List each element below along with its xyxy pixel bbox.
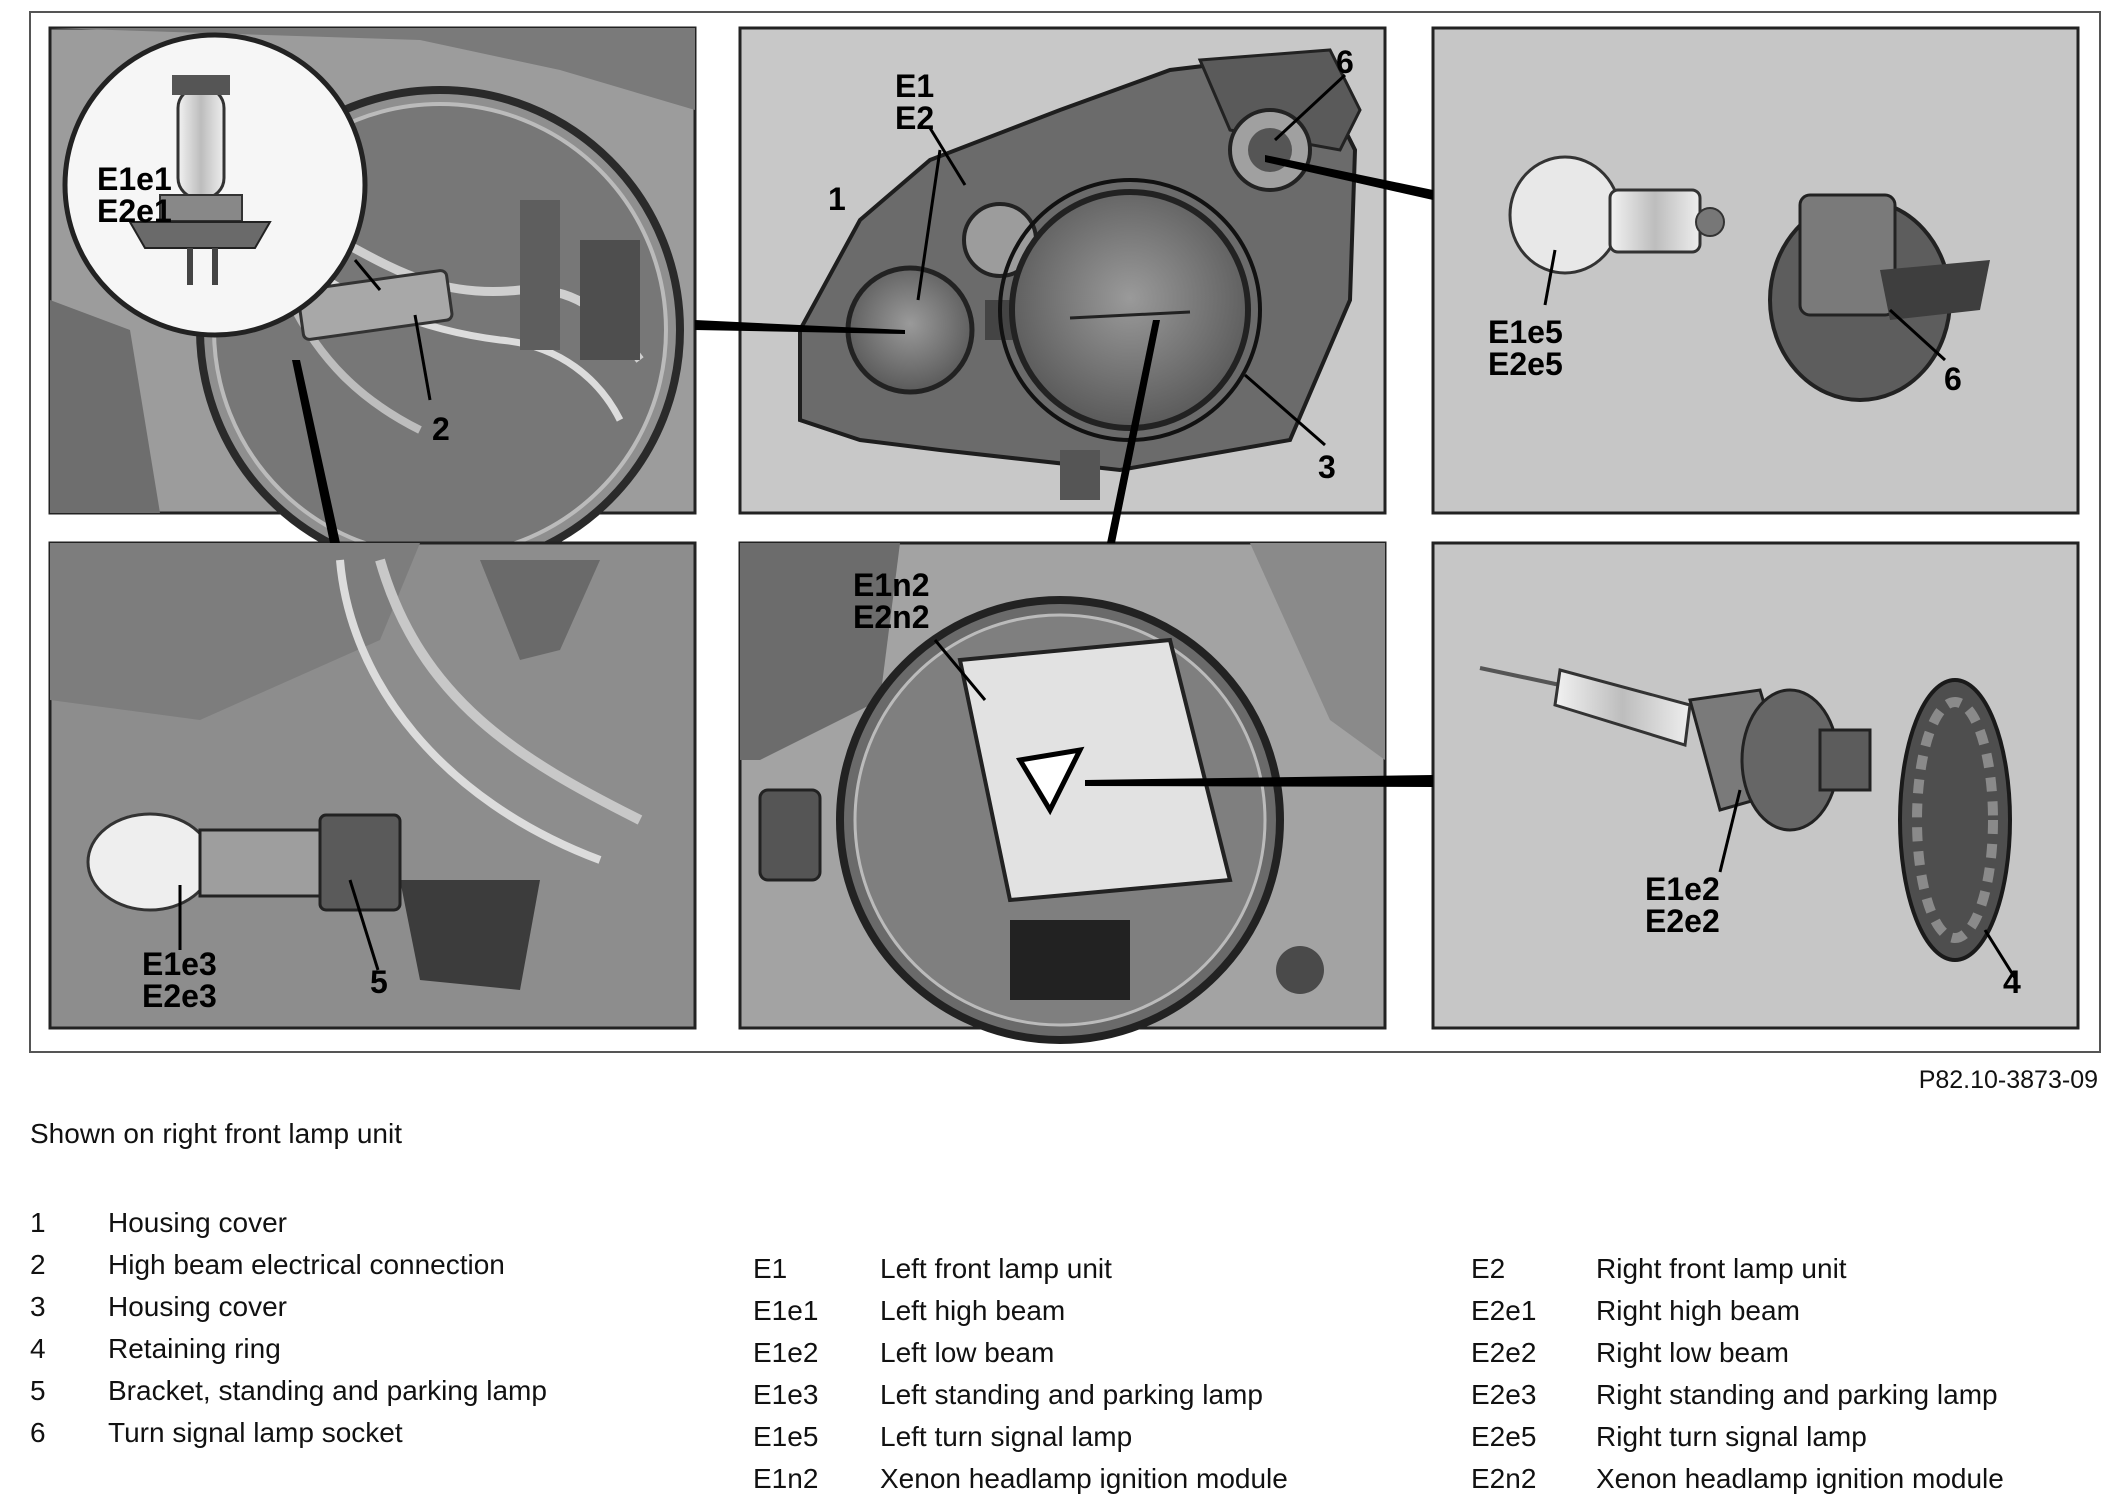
- legend-text: Right low beam: [1596, 1337, 1789, 1368]
- callout-e2e3: E2e3: [142, 978, 217, 1014]
- legend-key: E2n2: [1471, 1463, 1537, 1494]
- legend-text: Retaining ring: [108, 1333, 281, 1364]
- legend-text: Housing cover: [108, 1291, 287, 1322]
- panel-ignition-module: [738, 541, 1387, 1044]
- legend-key: 4: [30, 1333, 46, 1364]
- panel-turn-signal: [1431, 26, 2080, 515]
- callout-e1e5: E1e5: [1488, 314, 1563, 350]
- callout-e1n2: E1n2: [853, 567, 929, 603]
- figure-reference-code: P82.10-3873-09: [1918, 1066, 2098, 1094]
- legend-key: 6: [30, 1417, 46, 1448]
- legend-text: Right turn signal lamp: [1596, 1421, 1867, 1452]
- lamp-unit-figure: E1e1 E2e1 2 E1 E2 1 3 6: [29, 11, 2101, 1053]
- panel-parking-lamp: [48, 541, 697, 1030]
- legend-key: 3: [30, 1291, 46, 1322]
- legend-key: 1: [30, 1207, 46, 1238]
- legend-key: 2: [30, 1249, 46, 1280]
- callout-e1e2: E1e2: [1645, 871, 1720, 907]
- callout-e2: E2: [895, 100, 934, 136]
- legend-row: 3 Housing cover: [30, 1286, 547, 1328]
- legend-text: Xenon headlamp ignition module: [1596, 1463, 2004, 1494]
- legend-key: E1e2: [753, 1337, 819, 1368]
- legend-row: E2e3 Right standing and parking lamp: [1471, 1374, 2004, 1416]
- panel-xenon-bulb: [1431, 541, 2080, 1030]
- legend-row: E1 Left front lamp unit: [753, 1248, 1288, 1290]
- legend-key: E1: [753, 1253, 788, 1284]
- legend-text: Turn signal lamp socket: [108, 1417, 403, 1448]
- legend-text: Left high beam: [880, 1295, 1066, 1326]
- legend-row: 6 Turn signal lamp socket: [30, 1412, 547, 1454]
- callout-2: 2: [432, 411, 450, 447]
- legend-text: Bracket, standing and parking lamp: [108, 1375, 547, 1406]
- legend-key: E2: [1471, 1253, 1506, 1284]
- legend-row: E2e1 Right high beam: [1471, 1290, 2004, 1332]
- legend-row: 1 Housing cover: [30, 1202, 547, 1244]
- legend-key: E2e1: [1471, 1295, 1537, 1326]
- callout-1: 1: [828, 181, 846, 217]
- callout-e1: E1: [895, 68, 934, 104]
- legend-key: E2e2: [1471, 1337, 1537, 1368]
- legend-text: Right front lamp unit: [1596, 1253, 1847, 1284]
- callout-e1e3: E1e3: [142, 946, 217, 982]
- legend-text: Left low beam: [880, 1337, 1055, 1368]
- callout-e2e5: E2e5: [1488, 346, 1563, 382]
- legend-key: 5: [30, 1375, 46, 1406]
- legend-right-side: E2 Right front lamp unit E2e1 Right high b…: [1471, 1248, 2004, 1500]
- legend-key: E1e3: [753, 1379, 819, 1410]
- callout-e2e2: E2e2: [1645, 903, 1720, 939]
- legend-text: Xenon headlamp ignition module: [880, 1463, 1288, 1494]
- panel-lamp-unit: [738, 26, 1387, 515]
- legend-text: Right standing and parking lamp: [1596, 1379, 1998, 1410]
- legend-row: E2e2 Right low beam: [1471, 1332, 2004, 1374]
- legend-left-side: E1 Left front lamp unit E1e1 Left high bea…: [753, 1248, 1288, 1500]
- callout-e2e1: E2e1: [97, 193, 172, 229]
- callout-e2n2: E2n2: [853, 599, 929, 635]
- callout-6-socket: 6: [1336, 44, 1354, 80]
- legend-row: E2n2 Xenon headlamp ignition module: [1471, 1458, 2004, 1500]
- legend-key: E1e5: [753, 1421, 819, 1452]
- shown-on-note: Shown on right front lamp unit: [30, 1118, 402, 1149]
- legend-row: E2 Right front lamp unit: [1471, 1248, 2004, 1290]
- legend-key: E1n2: [753, 1463, 819, 1494]
- legend-row: 4 Retaining ring: [30, 1328, 547, 1370]
- legend-text: Right high beam: [1596, 1295, 1800, 1326]
- callout-4: 4: [2003, 964, 2021, 1000]
- legend-text: High beam electrical connection: [108, 1249, 505, 1280]
- legend-row: 5 Bracket, standing and parking lamp: [30, 1370, 547, 1412]
- panel-high-beam-connection: [48, 26, 697, 574]
- callout-3: 3: [1318, 449, 1336, 485]
- legend-text: Housing cover: [108, 1207, 287, 1238]
- legend-text: Left front lamp unit: [880, 1253, 1112, 1284]
- legend-row: E1e1 Left high beam: [753, 1290, 1288, 1332]
- legend-row: E1n2 Xenon headlamp ignition module: [753, 1458, 1288, 1500]
- legend-key: E1e1: [753, 1295, 819, 1326]
- legend-row: 2 High beam electrical connection: [30, 1244, 547, 1286]
- legend-row: E1e2 Left low beam: [753, 1332, 1288, 1374]
- panel-connectors: [292, 155, 1433, 787]
- legend-text: Left standing and parking lamp: [880, 1379, 1263, 1410]
- legend-text: Left turn signal lamp: [880, 1421, 1133, 1452]
- legend-key: E2e5: [1471, 1421, 1537, 1452]
- callout-e1e1: E1e1: [97, 161, 172, 197]
- legend-key: E2e3: [1471, 1379, 1537, 1410]
- legend-row: E1e5 Left turn signal lamp: [753, 1416, 1288, 1458]
- callout-5: 5: [370, 964, 388, 1000]
- legend-row: E2e5 Right turn signal lamp: [1471, 1416, 2004, 1458]
- legend-row: E1e3 Left standing and parking lamp: [753, 1374, 1288, 1416]
- callout-6-bulb: 6: [1944, 361, 1962, 397]
